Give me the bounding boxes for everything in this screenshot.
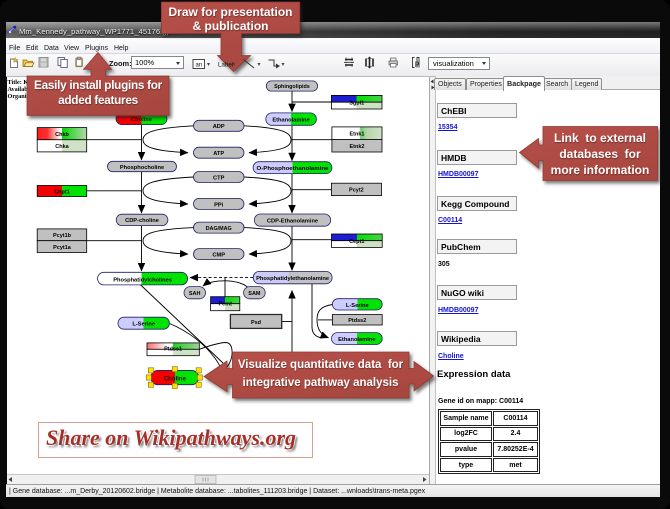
svg-text:p: p (415, 61, 419, 68)
svg-text:Choline: Choline (164, 376, 187, 382)
svg-text:Choline: Choline (131, 117, 152, 123)
svg-text:CDP-Ethanolamine: CDP-Ethanolamine (267, 219, 318, 225)
svg-text:PPi: PPi (214, 202, 224, 208)
svg-text:Sphingolipids: Sphingolipids (274, 84, 310, 90)
svg-text:Pcyt2: Pcyt2 (349, 188, 364, 194)
svg-text:Pcyt1b: Pcyt1b (53, 233, 72, 239)
svg-text:Sgpl1: Sgpl1 (349, 100, 364, 106)
svg-text:CMP: CMP (212, 253, 225, 259)
svg-text:Phosphatidylcholines: Phosphatidylcholines (113, 277, 172, 283)
svg-text:DAG/MAG: DAG/MAG (206, 226, 232, 232)
svg-text:Label: Label (218, 62, 233, 69)
svg-text:ADP: ADP (213, 124, 225, 130)
svg-text:Chkb: Chkb (55, 132, 69, 138)
svg-text:CTP: CTP (213, 175, 225, 181)
svg-text:SAM: SAM (248, 291, 261, 297)
svg-text:Ptdss1: Ptdss1 (164, 346, 182, 352)
svg-text:Etnk2: Etnk2 (350, 144, 365, 150)
svg-text:Pcyt1a: Pcyt1a (53, 245, 72, 251)
svg-text:L-Serine: L-Serine (346, 303, 369, 309)
svg-text:Ethanolamine: Ethanolamine (338, 337, 375, 343)
svg-text:an: an (195, 63, 202, 69)
svg-text:O-Phosphoethanolamine: O-Phosphoethanolamine (257, 166, 329, 172)
svg-text:Etnk1: Etnk1 (350, 131, 365, 137)
svg-text:SAH: SAH (189, 291, 201, 297)
svg-text:CDP-choline: CDP-choline (125, 218, 159, 224)
svg-text:Chpt1: Chpt1 (54, 189, 70, 195)
svg-text:L-Serine: L-Serine (132, 322, 155, 328)
svg-text:Pemt: Pemt (218, 302, 232, 308)
svg-text:Ptdss2: Ptdss2 (348, 318, 366, 324)
svg-text:Phosphatidylethanolamine: Phosphatidylethanolamine (256, 276, 329, 282)
svg-text:Phosphocholine: Phosphocholine (120, 165, 164, 171)
svg-text:Psd: Psd (251, 320, 261, 326)
svg-text:Chka: Chka (55, 144, 69, 150)
svg-text:ATP: ATP (213, 151, 224, 157)
svg-text:Cept1: Cept1 (349, 239, 364, 245)
svg-text:Ethanolamine: Ethanolamine (272, 118, 309, 124)
